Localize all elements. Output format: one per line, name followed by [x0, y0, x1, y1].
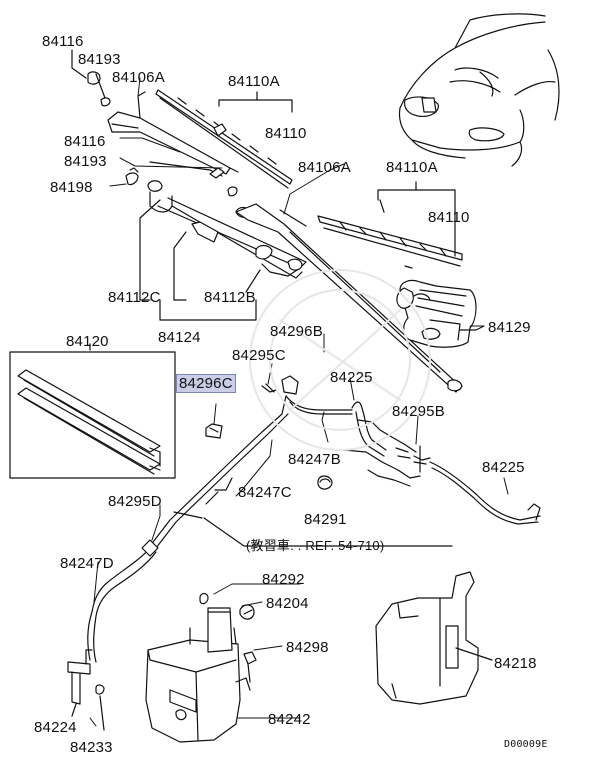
wiper-motor	[396, 279, 485, 348]
washer-tank	[145, 592, 257, 743]
label-84292: 84292	[262, 571, 305, 588]
diagram-code: D00009E	[504, 739, 548, 750]
label-84110a-right: 84110A	[386, 159, 438, 176]
label-84116-top: 84116	[42, 33, 84, 50]
label-84124: 84124	[158, 329, 201, 346]
leader-lines	[89, 77, 509, 727]
watermark	[249, 269, 431, 451]
grommet-84291	[317, 475, 333, 490]
car-illustration	[398, 13, 560, 167]
reservoir-alt	[375, 571, 493, 705]
label-84298: 84298	[286, 639, 329, 656]
label-84112c: 84112C	[108, 289, 161, 306]
label-84291: 84291	[304, 511, 347, 528]
label-84295d: 84295D	[108, 493, 162, 510]
label-84204: 84204	[266, 595, 309, 612]
label-84106a-right: 84106A	[298, 159, 351, 176]
label-84129: 84129	[488, 319, 531, 336]
label-84110-left: 84110	[265, 125, 307, 142]
label-84233: 84233	[70, 739, 113, 756]
label-84224: 84224	[34, 719, 77, 736]
left-wiper-assembly	[107, 89, 293, 189]
label-84242: 84242	[268, 711, 311, 728]
label-84198: 84198	[50, 179, 93, 196]
label-84120: 84120	[66, 333, 109, 350]
left-small-parts	[71, 49, 238, 197]
label-84193-mid: 84193	[64, 153, 107, 170]
label-84225-right: 84225	[482, 459, 525, 476]
label-84296b: 84296B	[270, 323, 323, 340]
right-wiper-assembly	[235, 181, 463, 393]
label-84116-mid: 84116	[64, 133, 106, 150]
washer-pump	[67, 649, 105, 731]
ref-pointer	[173, 511, 453, 547]
washer-hoses	[87, 375, 541, 663]
label-84296c-highlighted[interactable]: 84296C	[176, 374, 236, 393]
label-84295b: 84295B	[392, 403, 445, 420]
ref-note: (教習車. . REF. 54-710)	[246, 538, 385, 553]
label-84110a-left: 84110A	[228, 73, 280, 90]
wiper-linkage	[139, 180, 307, 321]
label-84225-top: 84225	[330, 369, 373, 386]
label-84247d: 84247D	[60, 555, 114, 572]
blade-refill-box	[9, 343, 176, 479]
label-84106a-left: 84106A	[112, 69, 165, 86]
label-84110-right: 84110	[428, 209, 470, 226]
label-84247b: 84247B	[288, 451, 341, 468]
label-84193-top: 84193	[78, 51, 121, 68]
label-84112b: 84112B	[204, 289, 256, 306]
label-84247c: 84247C	[238, 484, 292, 501]
label-84218: 84218	[494, 655, 537, 672]
label-84295c: 84295C	[232, 347, 286, 364]
